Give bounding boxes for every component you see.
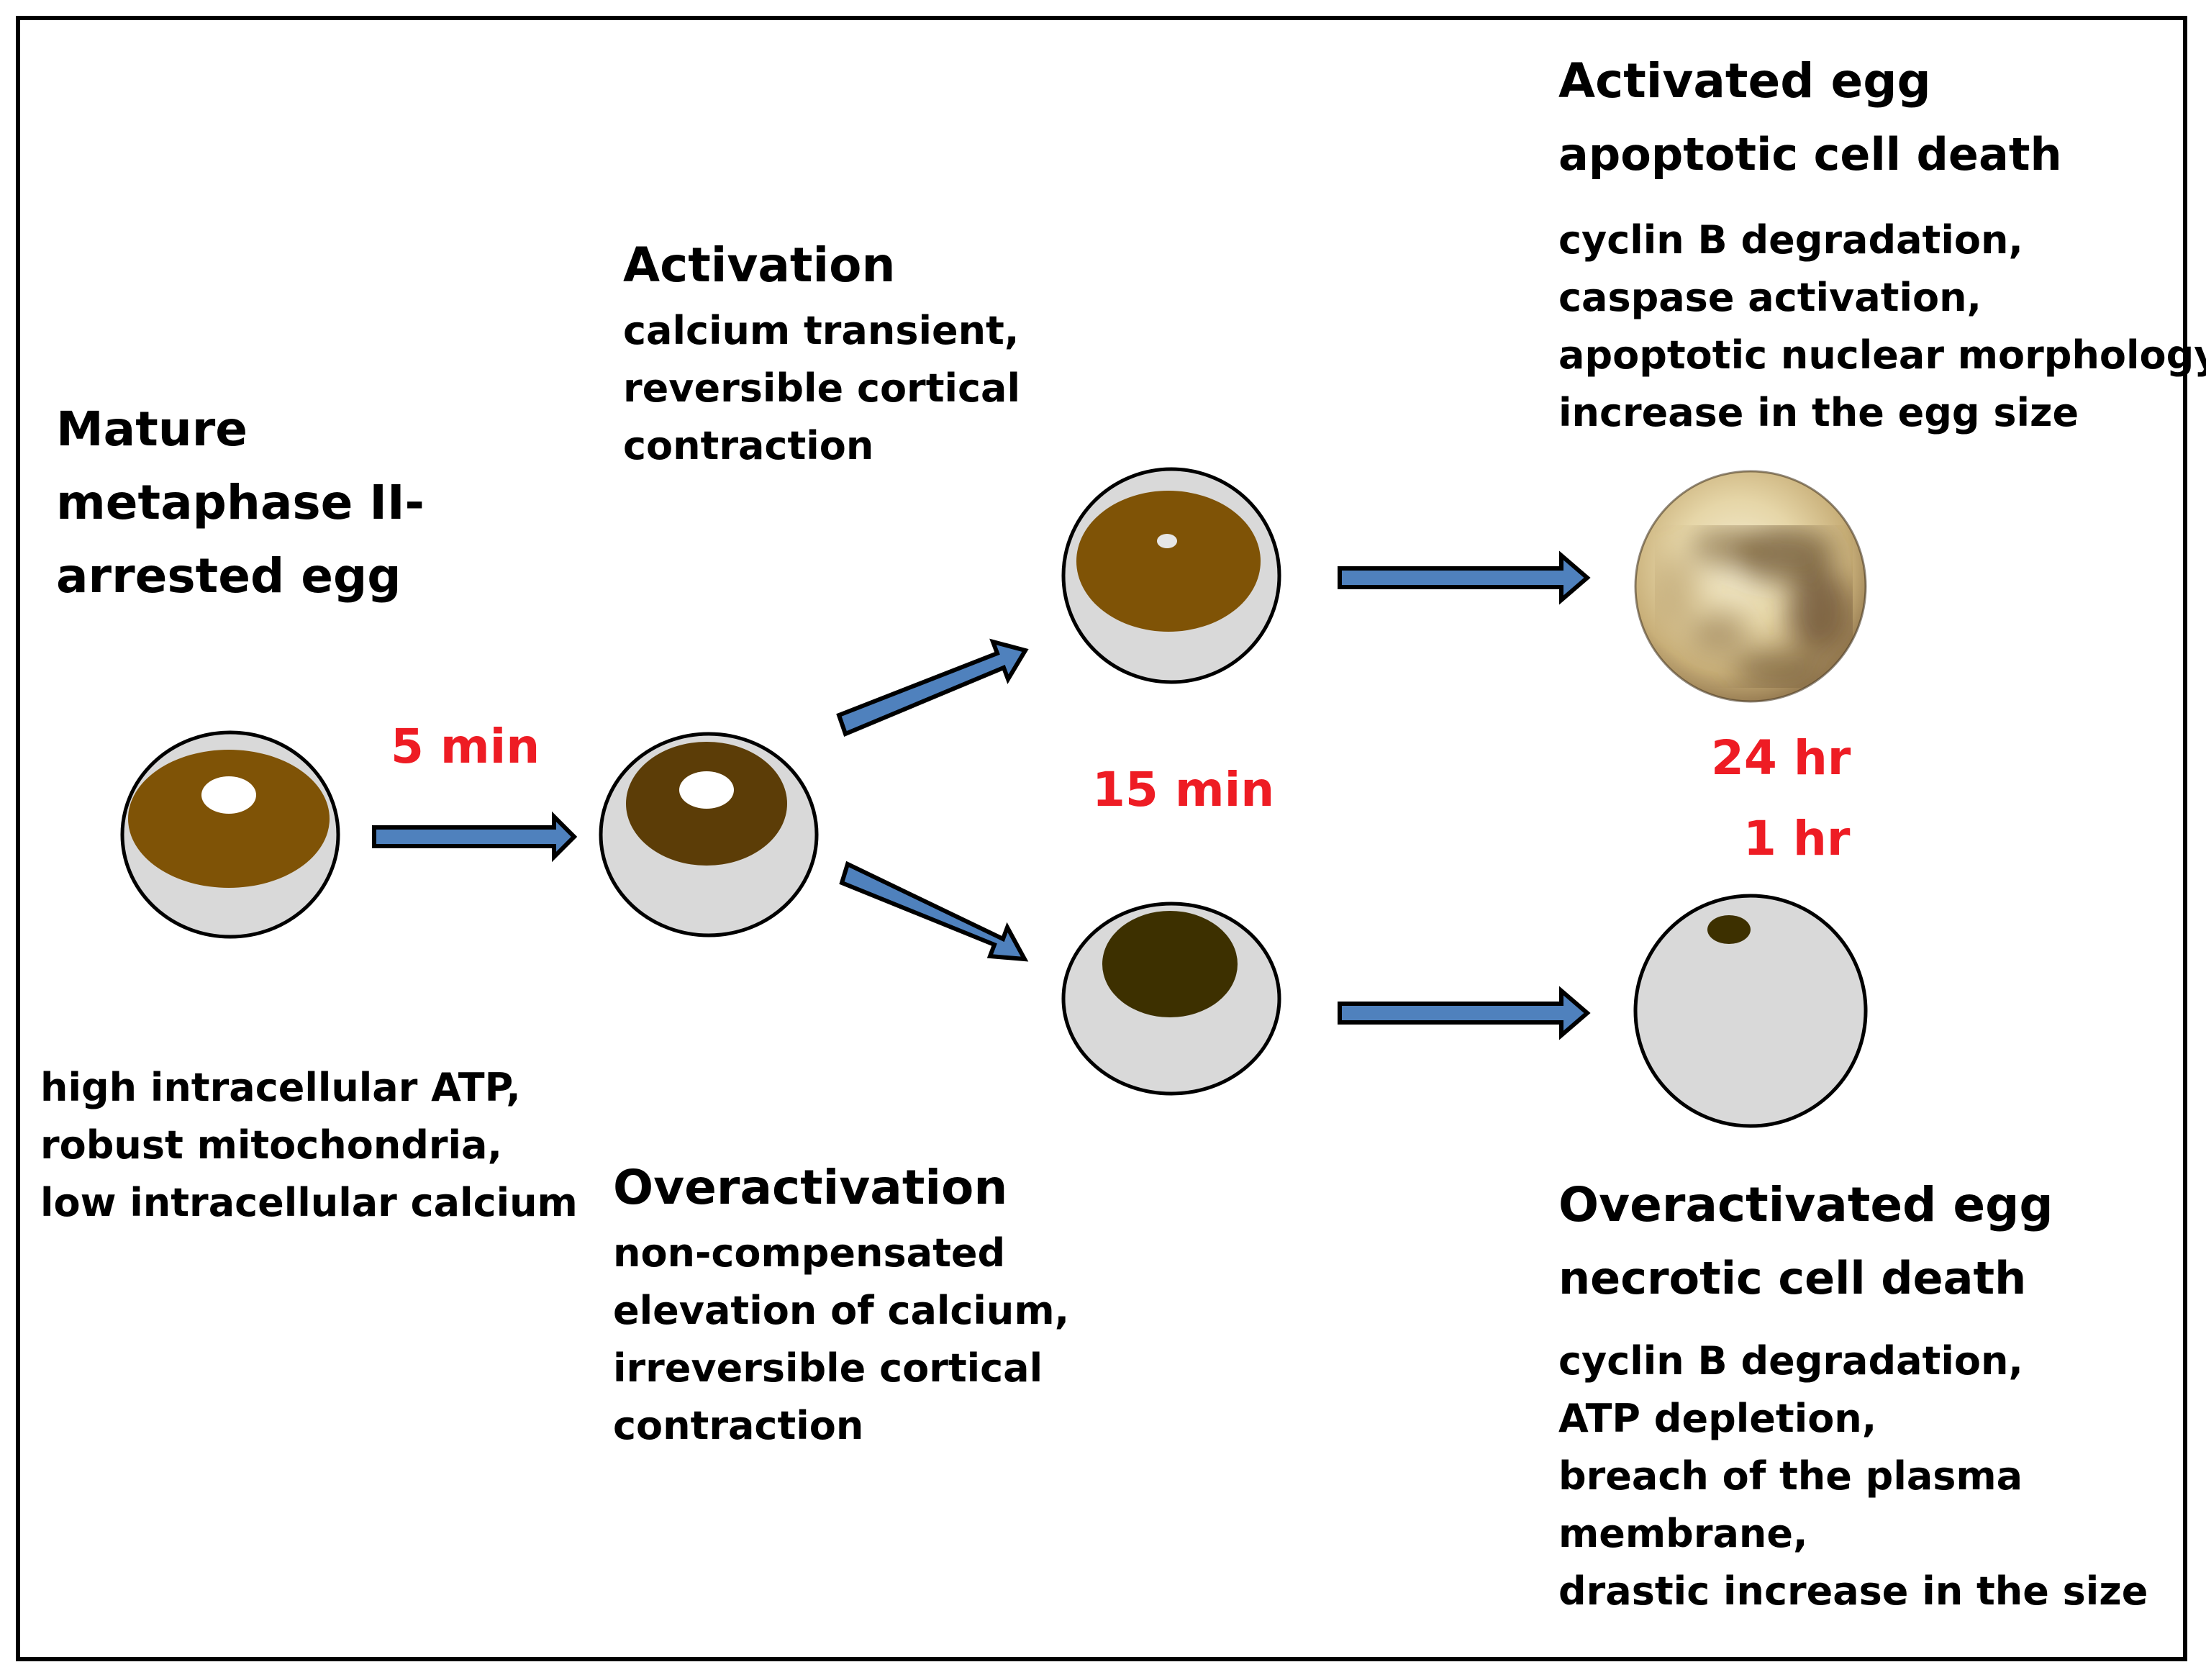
egg-activated bbox=[1061, 467, 1281, 684]
egg-mature bbox=[120, 730, 340, 939]
overactivation-detail-line: non-compensated bbox=[613, 1230, 1006, 1276]
overactivated-egg-title: Overactivated egg bbox=[1558, 1177, 2053, 1232]
egg-mature-cytoplasm bbox=[128, 750, 330, 888]
overactivated-egg-subtitle: necrotic cell death bbox=[1558, 1252, 2027, 1304]
activation-detail-line: contraction bbox=[623, 423, 874, 468]
activated-egg-detail-line: cyclin B degradation, bbox=[1558, 217, 2023, 263]
arrow-to-activated bbox=[836, 638, 1029, 737]
activated-egg-title: Activated egg bbox=[1558, 53, 1931, 109]
mature-title-line: metaphase II- bbox=[56, 475, 425, 530]
egg-activated-pronucleus bbox=[1157, 534, 1177, 548]
overactivation-detail-line: contraction bbox=[613, 1403, 864, 1448]
mature-detail-line: high intracellular ATP, bbox=[40, 1065, 521, 1110]
time-label-5-min: 5 min bbox=[391, 719, 540, 774]
egg-overactivated bbox=[1061, 902, 1281, 1096]
arrow-to-necrotic bbox=[1338, 986, 1591, 1040]
activated-egg-detail-line: caspase activation, bbox=[1558, 275, 1982, 320]
egg-overactivated-cytoplasm bbox=[1102, 911, 1238, 1017]
egg-activation-start bbox=[599, 732, 819, 937]
mature-title-line: arrested egg bbox=[56, 548, 401, 604]
egg-necrotic-body bbox=[1633, 894, 1868, 1128]
egg-activated-cytoplasm bbox=[1076, 491, 1261, 632]
mature-detail-line: low intracellular calcium bbox=[40, 1180, 578, 1225]
egg-activation-nucleus bbox=[679, 771, 734, 809]
mature-detail-line: robust mitochondria, bbox=[40, 1122, 503, 1168]
egg-necrotic-remnant bbox=[1707, 915, 1751, 944]
time-label-24-hr: 24 hr bbox=[1711, 730, 1851, 786]
egg-apoptotic bbox=[1634, 470, 1867, 703]
activation-detail-line: calcium transient, bbox=[623, 308, 1020, 353]
activation-detail-line: reversible cortical bbox=[623, 365, 1020, 411]
overactivated-egg-detail-line: drastic increase in the size bbox=[1558, 1568, 2148, 1614]
time-label-1-hr: 1 hr bbox=[1743, 811, 1851, 866]
activated-egg-subtitle: apoptotic cell death bbox=[1558, 128, 2062, 181]
arrow-to-apoptotic bbox=[1338, 550, 1591, 605]
overactivation-title: Overactivation bbox=[613, 1160, 1008, 1215]
overactivated-egg-detail-line: ATP depletion, bbox=[1558, 1396, 1877, 1441]
arrow-mature-to-activation bbox=[372, 811, 578, 863]
arrow-to-overactivated bbox=[839, 861, 1029, 962]
activation-title: Activation bbox=[623, 237, 896, 293]
mature-title-line: Mature bbox=[56, 401, 248, 457]
overactivated-egg-detail-line: cyclin B degradation, bbox=[1558, 1338, 2023, 1384]
egg-mature-nucleus bbox=[201, 776, 256, 814]
egg-apoptotic-mottling bbox=[1655, 525, 1853, 688]
overactivated-egg-detail-line: membrane, bbox=[1558, 1511, 1808, 1556]
activated-egg-detail-line: increase in the egg size bbox=[1558, 390, 2079, 435]
overactivation-detail-line: irreversible cortical bbox=[613, 1345, 1043, 1391]
overactivation-detail-line: elevation of calcium, bbox=[613, 1288, 1070, 1333]
activated-egg-detail-line: apoptotic nuclear morphology, bbox=[1558, 332, 2206, 378]
time-label-15-min: 15 min bbox=[1092, 762, 1275, 817]
egg-necrotic bbox=[1633, 894, 1868, 1128]
overactivated-egg-detail-line: breach of the plasma bbox=[1558, 1453, 2023, 1499]
